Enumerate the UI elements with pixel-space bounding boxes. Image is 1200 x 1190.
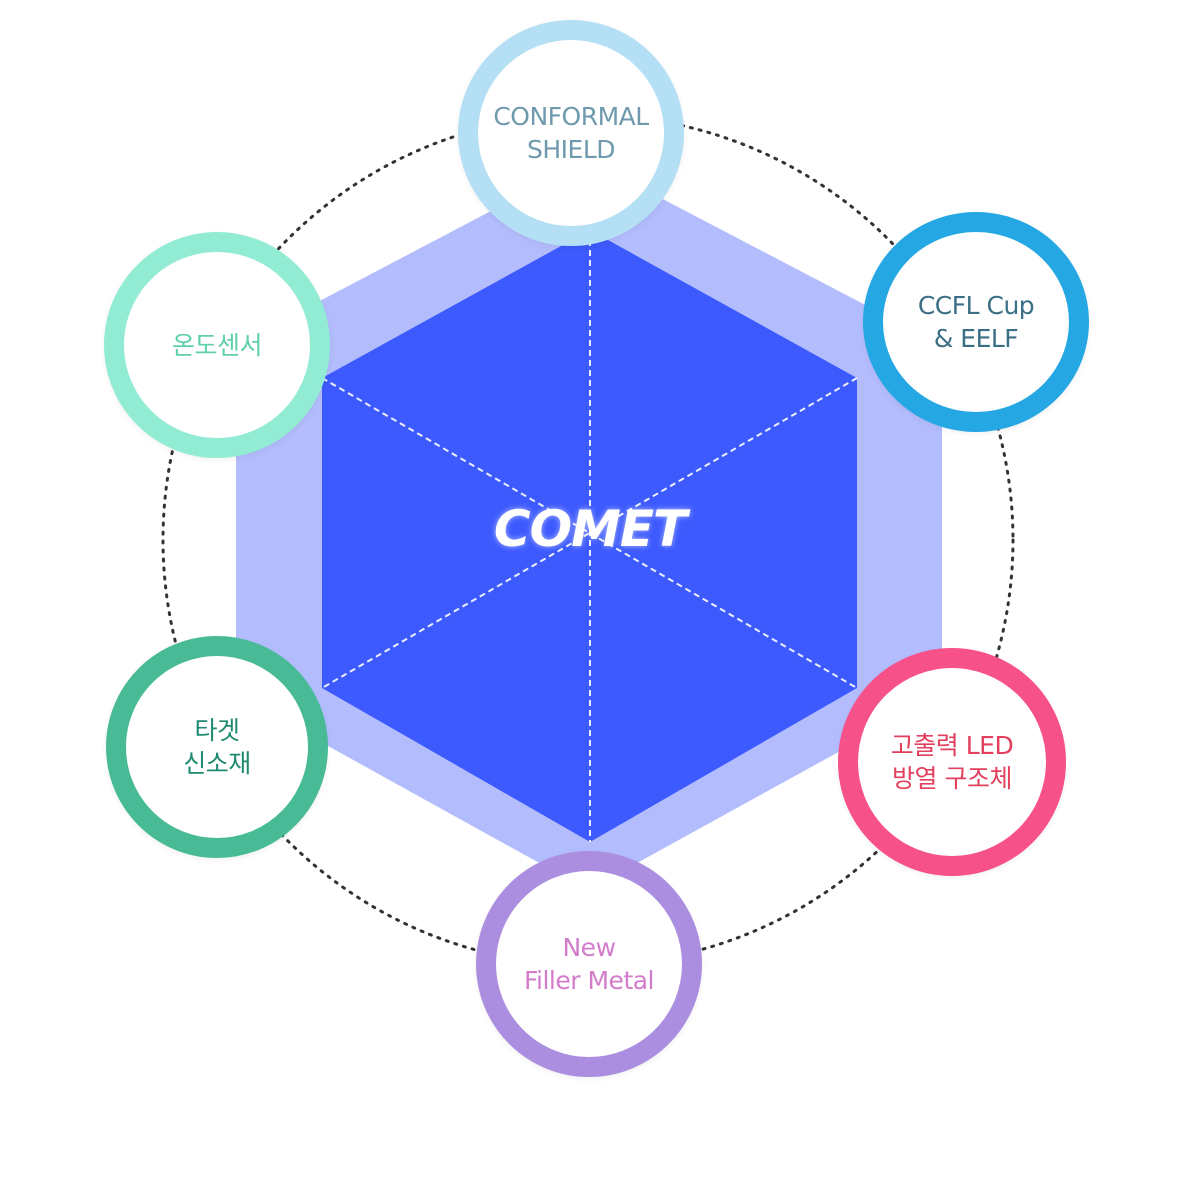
node-label-target-material: 타겟 신소재: [183, 716, 251, 778]
divider-diagonal-b: [321, 377, 858, 689]
node-temp-sensor[interactable]: 온도센서: [104, 232, 330, 458]
node-label-conformal-shield: CONFORMAL SHIELD: [493, 102, 649, 164]
node-label-temp-sensor: 온도센서: [171, 330, 263, 360]
node-label-ccfl-cup: CCFL Cup & EELF: [917, 291, 1035, 353]
node-conformal-shield[interactable]: CONFORMAL SHIELD: [458, 20, 684, 246]
core-label: COMET: [493, 500, 687, 558]
divider-diagonal-a: [321, 377, 858, 689]
node-led-heat[interactable]: 고출력 LED 방열 구조체: [838, 648, 1066, 876]
node-target-material[interactable]: 타겟 신소재: [106, 636, 328, 858]
node-ccfl-cup[interactable]: CCFL Cup & EELF: [863, 212, 1089, 432]
node-filler-metal[interactable]: New Filler Metal: [476, 851, 702, 1077]
node-label-filler-metal: New Filler Metal: [523, 933, 655, 995]
node-label-led-heat: 고출력 LED 방열 구조체: [890, 731, 1014, 793]
core-dividers: [321, 230, 858, 842]
